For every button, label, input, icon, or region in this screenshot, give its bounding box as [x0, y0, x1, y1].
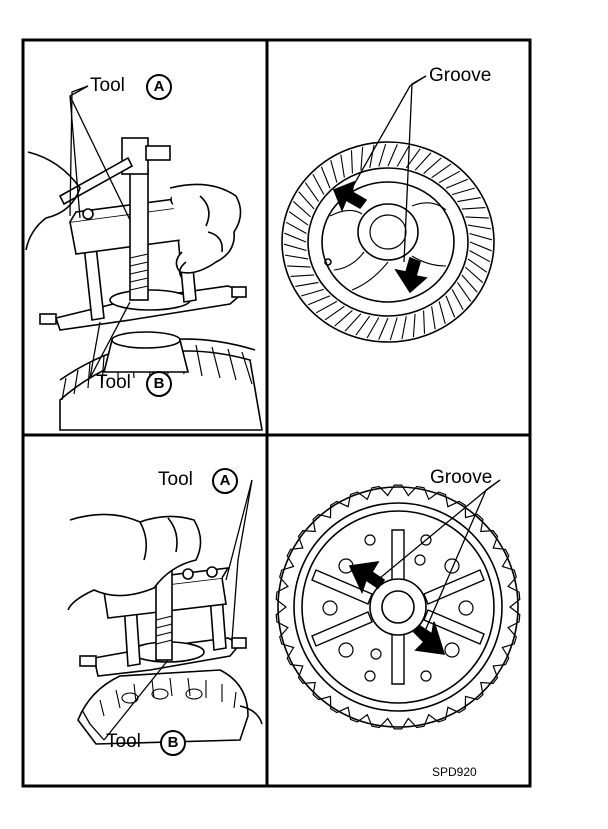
carrier-gear-bottom: [275, 479, 521, 730]
tool-a-label-top: Tool: [90, 75, 125, 96]
tool-a-badge-top: A: [146, 74, 172, 100]
groove-arrow-upper: [332, 180, 368, 213]
figure-code: SPD920: [432, 765, 477, 779]
groove-label-bottom: Groove: [430, 467, 493, 488]
tool-a-badge-bottom: A: [212, 468, 238, 494]
tool-b-badge-bottom: B: [160, 730, 186, 756]
groove-arrow-left: [348, 560, 386, 595]
groove-label-top: Groove: [429, 65, 492, 86]
tool-b-label-bottom: Tool: [106, 731, 141, 752]
tool-b-label-top: Tool: [96, 372, 131, 393]
tool-a-label-bottom: Tool: [158, 469, 193, 490]
puller-illustration-bottom: [67, 479, 263, 745]
groove-arrow-lower: [394, 256, 428, 294]
puller-illustration-top: [25, 85, 263, 431]
tool-b-badge-top: B: [146, 371, 172, 397]
frame: [21, 38, 532, 788]
groove-arrow-right: [412, 621, 446, 655]
ring-gear-top: [281, 75, 495, 343]
